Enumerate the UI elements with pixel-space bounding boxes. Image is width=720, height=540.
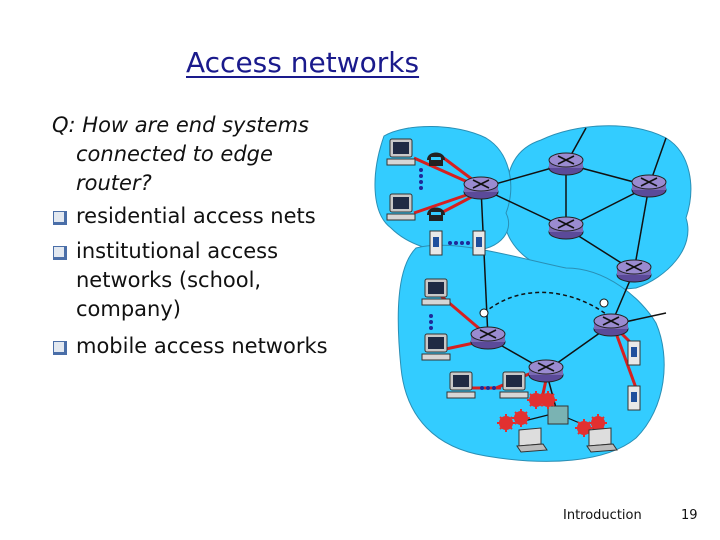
computer-icon	[499, 371, 529, 399]
bullet-institutional-line-2: networks (school,	[76, 268, 262, 292]
question-line-1: Q: How are end systems	[52, 113, 309, 137]
router-icon	[463, 176, 499, 200]
question-line-2: connected to edge	[76, 142, 273, 166]
bullet-mobile: mobile access networks	[76, 334, 328, 358]
router-icon	[548, 216, 584, 240]
router-icon	[470, 326, 506, 350]
router-icon	[528, 359, 564, 383]
ellipsis-icon	[448, 241, 470, 245]
computer-icon	[386, 138, 416, 166]
server-icon	[627, 340, 641, 366]
bullet-icon	[53, 211, 67, 225]
bullet-icon	[53, 341, 67, 355]
computer-icon	[446, 371, 476, 399]
ellipsis-icon	[419, 168, 423, 190]
router-icon	[593, 313, 629, 337]
footer-section-label: Introduction	[563, 508, 642, 523]
router-icon	[631, 174, 667, 198]
bullet-residential: residential access nets	[76, 204, 316, 228]
institutional-network-cloud	[397, 244, 665, 462]
computer-icon	[421, 333, 451, 361]
ellipsis-icon	[429, 314, 433, 330]
ellipsis-icon	[480, 386, 496, 390]
network-diagram	[374, 125, 692, 462]
server-icon	[472, 230, 486, 256]
router-icon	[548, 152, 584, 176]
slide-content: Q: How are end systems connected to edge…	[0, 0, 360, 400]
bullet-institutional-line-3: company)	[76, 297, 181, 321]
bullet-institutional-line-1: institutional access	[76, 239, 279, 263]
question-line-3: router?	[76, 171, 152, 195]
server-icon	[627, 385, 641, 411]
computer-icon	[386, 193, 416, 221]
server-icon	[429, 230, 443, 256]
footer-page-number: 19	[681, 508, 698, 523]
computer-icon	[421, 278, 451, 306]
wireless-base-station-icon	[547, 405, 569, 425]
bullet-icon	[53, 246, 67, 260]
antenna-icon	[479, 308, 489, 318]
router-icon	[616, 259, 652, 283]
antenna-icon	[599, 298, 609, 308]
wireless-link	[483, 291, 612, 319]
slide-title: Access networks	[186, 46, 420, 79]
